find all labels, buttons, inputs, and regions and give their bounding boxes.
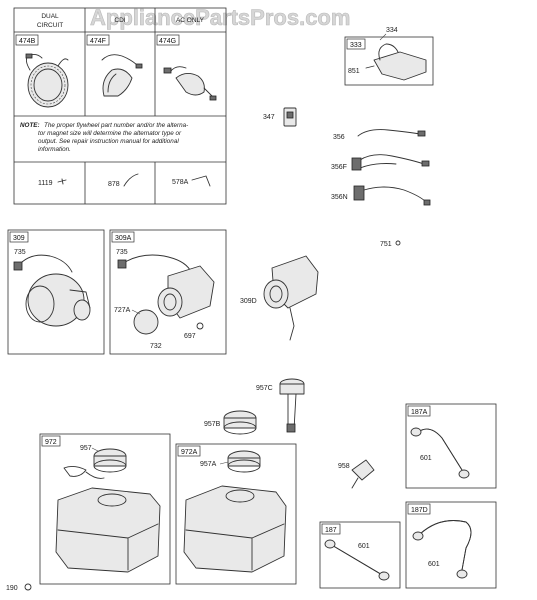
label-851: 851 <box>348 68 360 75</box>
cap-957B-drawing <box>223 410 257 435</box>
tag-474B: 474B <box>19 38 36 45</box>
ignition-module-drawing <box>373 51 427 81</box>
tag-474F: 474F <box>90 38 106 45</box>
label-356N: 356N <box>331 194 348 201</box>
header-circuit: CIRCUIT <box>37 22 63 29</box>
label-732: 732 <box>150 343 162 350</box>
clamp-190-drawing <box>24 583 32 591</box>
label-601-a: 601 <box>420 455 432 462</box>
dipstick-957C-drawing <box>279 378 305 433</box>
tag-187A: 187A <box>411 409 428 416</box>
dual-circuit-alternator-drawing <box>25 53 69 108</box>
header-dual: DUAL <box>41 13 59 20</box>
box-187A: 187A 601 <box>405 403 497 489</box>
label-309D: 309D <box>240 298 257 305</box>
starter-309D-group: 309D <box>240 255 319 341</box>
box-309: 309 735 <box>7 229 105 355</box>
tag-187D: 187D <box>411 507 428 514</box>
label-957B: 957B <box>204 421 221 428</box>
box-972A: 972A 957A <box>175 443 297 585</box>
tag-972A: 972A <box>181 449 198 456</box>
label-735-b: 735 <box>116 249 128 256</box>
watermark: AppliancePartsPros.com <box>90 5 350 30</box>
label-957: 957 <box>80 445 92 452</box>
wire-356N-drawing <box>363 186 427 203</box>
label-356: 356 <box>333 134 345 141</box>
label-1119: 1119 <box>38 180 53 187</box>
screw-1119-drawing <box>57 178 67 185</box>
wire-735-drawing <box>17 254 73 273</box>
tag-309A: 309A <box>115 235 132 242</box>
box-309A: 309A 735 727A 732 697 <box>109 229 227 355</box>
box-187D: 187D 601 <box>405 501 497 589</box>
label-190: 190 <box>6 585 18 592</box>
label-751: 751 <box>380 241 392 248</box>
label-878: 878 <box>108 181 120 188</box>
label-347: 347 <box>263 114 275 121</box>
label-957A: 957A <box>200 461 217 468</box>
header-ac-only: AC ONLY <box>176 17 205 24</box>
label-697: 697 <box>184 333 196 340</box>
box-187: 187 601 <box>319 521 401 589</box>
header-cdi: CDI <box>114 17 125 24</box>
valve-958-drawing <box>351 459 375 481</box>
tag-309: 309 <box>13 235 25 242</box>
alternator-note: NOTE: The proper flywheel part number an… <box>20 122 190 153</box>
cdi-alternator-drawing <box>101 54 143 97</box>
wire-356F-drawing <box>359 154 425 165</box>
wire-356-drawing <box>357 129 421 137</box>
label-356F: 356F <box>331 164 347 171</box>
clip-751-drawing <box>395 240 401 246</box>
label-601-b: 601 <box>358 543 370 550</box>
label-958: 958 <box>338 463 350 470</box>
ac-only-alternator-drawing <box>163 66 217 101</box>
label-957C: 957C <box>256 385 273 392</box>
tag-972: 972 <box>45 439 57 446</box>
wire-878-drawing <box>123 173 139 187</box>
tag-333: 333 <box>350 42 362 49</box>
tag-474G: 474G <box>159 38 176 45</box>
fuel-tank-972-drawing <box>55 487 161 573</box>
label-601-c: 601 <box>428 561 440 568</box>
label-578A: 578A <box>172 179 189 186</box>
label-735-a: 735 <box>14 249 26 256</box>
tag-187: 187 <box>325 527 337 534</box>
wire-578A-drawing <box>191 175 211 187</box>
label-727A: 727A <box>114 307 131 314</box>
box-972: 972 957 <box>39 433 171 585</box>
label-334: 334 <box>386 27 398 34</box>
box-333: 333 851 <box>344 36 434 86</box>
alternator-table: DUAL CIRCUIT CDI AC ONLY 474B 474F 474G <box>13 7 227 205</box>
fuel-tank-972A-drawing <box>183 485 287 573</box>
